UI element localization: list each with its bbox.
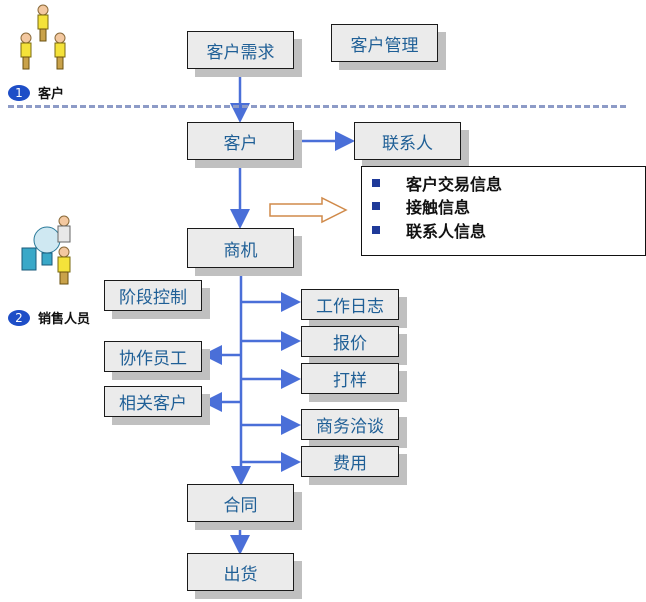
box-customer[interactable]: 客户 [187,122,294,160]
section-divider [8,105,626,108]
customer-info-list: 客户交易信息 接触信息 联系人信息 [361,166,646,256]
legend-sales-label: 销售人员 [38,312,91,327]
box-contact[interactable]: 联系人 [354,122,461,160]
box-sample[interactable]: 打样 [301,363,399,394]
legend-number-badge: 1 [8,84,30,101]
info-item: 联系人信息 [372,218,486,242]
info-item: 接触信息 [372,194,470,218]
box-expense[interactable]: 费用 [301,446,399,477]
box-shipment[interactable]: 出货 [187,553,294,591]
box-negotiation[interactable]: 商务洽谈 [301,409,399,440]
box-customer-management[interactable]: 客户管理 [331,24,438,62]
box-collaborators[interactable]: 协作员工 [104,341,202,372]
legend-sales: 2 销售人员 [8,308,90,327]
bullet-icon [372,179,380,187]
box-customer-demand[interactable]: 客户需求 [187,31,294,69]
box-quote[interactable]: 报价 [301,326,399,357]
hollow-arrow-icon [269,196,348,224]
box-contract[interactable]: 合同 [187,484,294,522]
customer-group-icon [20,4,66,70]
legend-number-badge: 2 [8,309,30,326]
sales-meeting-icon [21,215,71,285]
box-opportunity[interactable]: 商机 [187,228,294,268]
box-work-log[interactable]: 工作日志 [301,289,399,320]
bullet-icon [372,226,380,234]
info-item-text: 客户交易信息 [406,175,503,194]
legend-customer: 1 客户 [8,83,64,102]
info-item: 客户交易信息 [372,171,502,195]
box-related-customers[interactable]: 相关客户 [104,386,202,417]
box-stage-control[interactable]: 阶段控制 [104,280,202,311]
bullet-icon [372,202,380,210]
info-item-text: 联系人信息 [406,222,487,241]
legend-customer-label: 客户 [38,87,65,102]
info-item-text: 接触信息 [406,198,471,217]
